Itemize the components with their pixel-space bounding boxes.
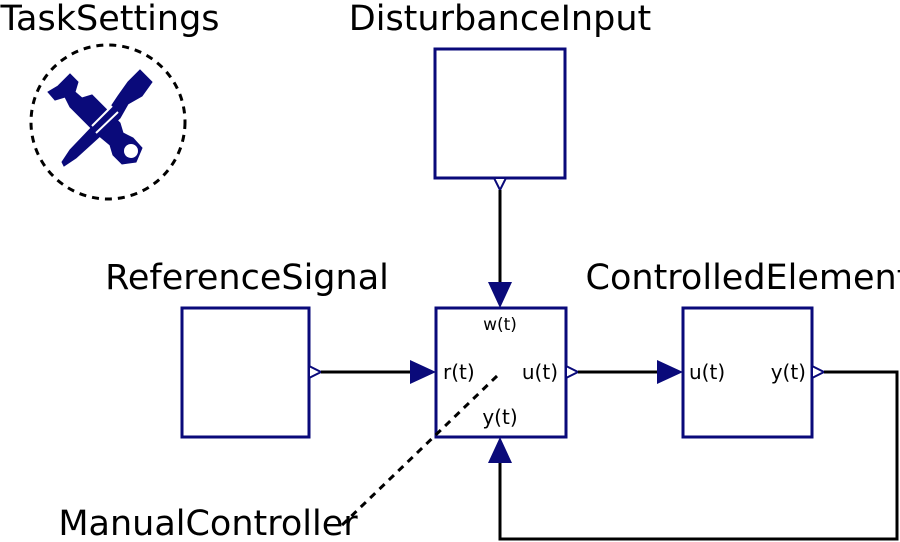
reference-output-port (308, 364, 324, 380)
manual-controller-label: ManualController (58, 504, 358, 542)
port-u-label: u(t) (522, 360, 558, 384)
arrow-into-ce-u (657, 360, 683, 384)
manual-controller-block[interactable]: w(t) r(t) u(t) y(t) ManualController (58, 306, 581, 542)
manual-controller-leader (338, 374, 499, 529)
feedback-line (498, 370, 899, 541)
arrow-into-w (488, 282, 512, 308)
ce-port-y-label: y(t) (771, 360, 806, 384)
ce-port-u-label: u(t) (689, 360, 725, 384)
disturbance-input-box (433, 47, 567, 180)
wrench-screwdriver-icon (47, 69, 153, 167)
task-settings-label: TaskSettings (0, 0, 220, 39)
arrowheads (410, 282, 683, 463)
arrow-into-y (488, 437, 512, 463)
controlled-element-block[interactable]: ControlledElement u(t) y(t) (586, 258, 900, 439)
ce-output-port (811, 364, 827, 380)
port-r-label: r(t) (443, 360, 475, 384)
controlled-element-label: ControlledElement (586, 258, 900, 298)
reference-signal-label: ReferenceSignal (105, 258, 389, 298)
port-y-label: y(t) (482, 405, 517, 429)
arrow-into-r (410, 360, 436, 384)
disturbance-output-port (492, 177, 508, 193)
controller-output-port (565, 364, 581, 380)
port-w-label: w(t) (483, 315, 517, 335)
reference-signal-box (180, 306, 311, 439)
task-settings-circle (29, 43, 187, 201)
reference-signal-block[interactable]: ReferenceSignal (105, 258, 389, 439)
disturbance-input-label: DisturbanceInput (349, 0, 651, 39)
disturbance-input-block[interactable]: DisturbanceInput (349, 0, 651, 193)
connections (321, 190, 899, 541)
task-settings-block[interactable]: TaskSettings (0, 0, 220, 201)
